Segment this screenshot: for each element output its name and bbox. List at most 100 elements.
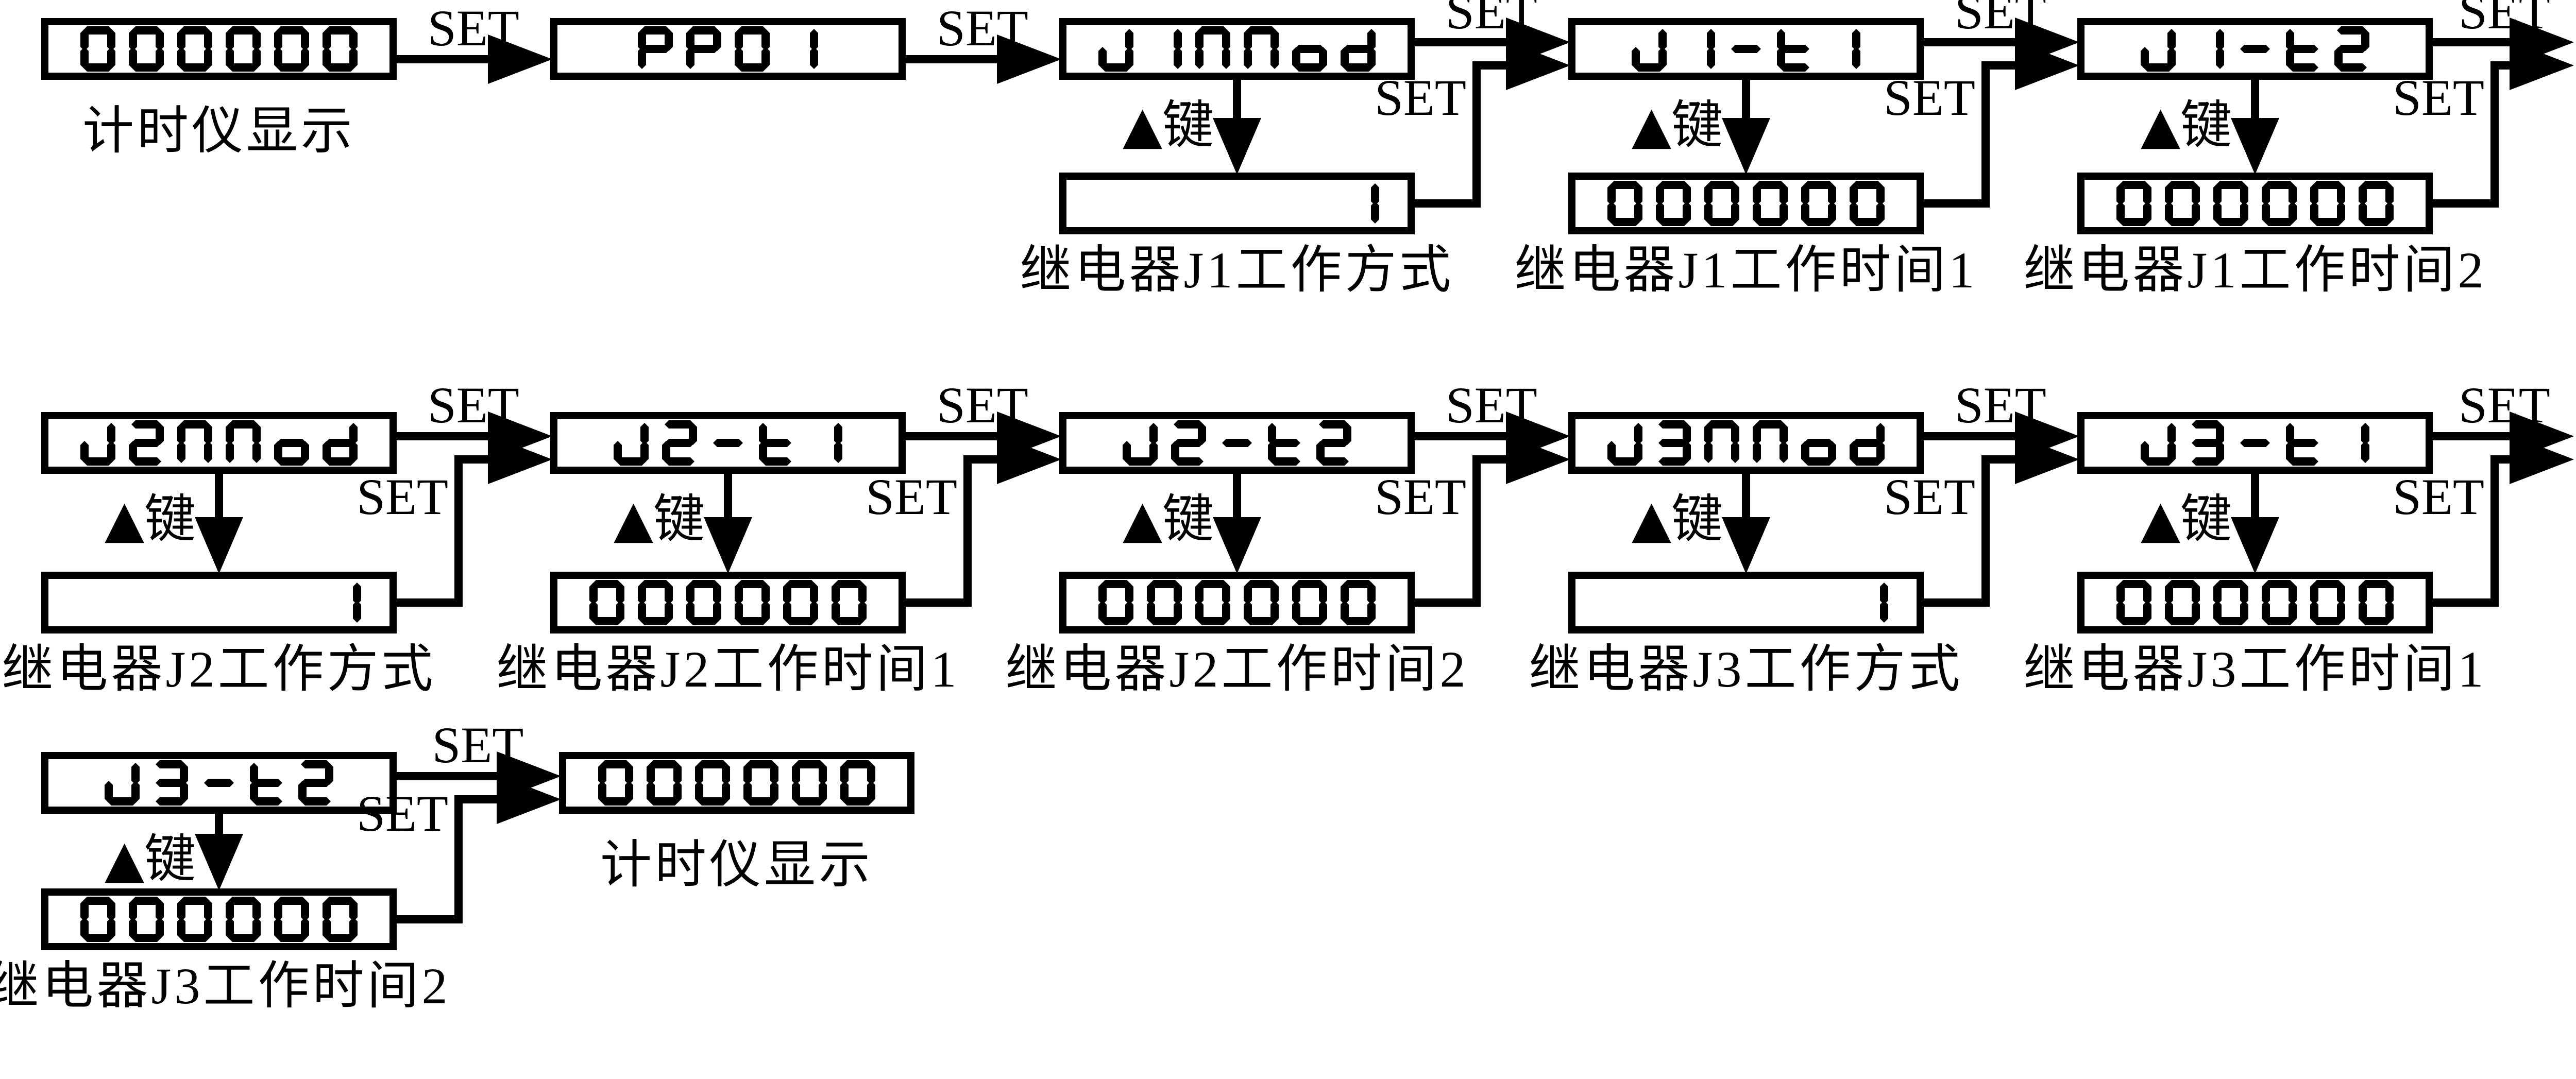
segment [325, 457, 355, 466]
segment [1658, 181, 1688, 189]
seven-segment-text [614, 420, 842, 466]
set-key-label: SET [1375, 468, 1466, 525]
segment [2165, 201, 2173, 224]
segment [1174, 29, 1182, 51]
segment [665, 457, 694, 466]
segment [673, 781, 682, 803]
segment [695, 763, 703, 785]
segment [783, 601, 791, 623]
segment [1804, 457, 1834, 466]
segment [616, 583, 624, 605]
segment [1343, 63, 1373, 72]
segment [1731, 183, 1739, 205]
segment [2143, 457, 2173, 466]
segment [1295, 45, 1325, 53]
segment [840, 781, 849, 803]
segment [1852, 47, 1860, 69]
segment [252, 47, 261, 69]
segment [2116, 583, 2125, 605]
segment [810, 47, 818, 69]
segment [783, 583, 791, 605]
display-J2Mod [41, 412, 397, 474]
down-arrowhead-icon [195, 517, 243, 574]
segment [1753, 183, 1761, 205]
segment [2119, 617, 2149, 625]
segment [810, 29, 818, 51]
segment [301, 779, 331, 787]
up-key-label: ▲键 [1632, 489, 1723, 549]
segment [107, 917, 115, 939]
segment [177, 47, 185, 69]
set-arrow-line [2490, 455, 2514, 464]
segment [2361, 580, 2391, 588]
segment [131, 934, 161, 942]
segment [252, 423, 261, 445]
segment [1707, 218, 1737, 226]
segment [2289, 457, 2318, 466]
set-key-label: SET [428, 376, 519, 434]
segment [204, 899, 212, 921]
segment [1319, 601, 1327, 623]
up-key-label: ▲键 [614, 489, 705, 549]
segment [843, 760, 873, 768]
segment [640, 423, 649, 445]
segment [83, 897, 113, 905]
segment [129, 917, 137, 939]
segment [2361, 441, 2369, 463]
segment [277, 26, 307, 35]
segment [228, 26, 258, 35]
seven-segment-text [1098, 26, 1376, 72]
segment [761, 583, 770, 605]
segment [252, 797, 282, 806]
display-J1-t1 [1568, 18, 1924, 80]
set-arrow-line [1415, 598, 1481, 607]
segment [858, 583, 867, 605]
segment [2143, 601, 2151, 623]
caption-timer-end: 计时仪显示 [600, 836, 873, 894]
segment [2289, 183, 2297, 205]
set-key-label: SET [1884, 69, 1975, 126]
set-arrow-line [2490, 455, 2499, 607]
down-arrow-line [1742, 471, 1750, 520]
segment [2141, 47, 2149, 69]
set-arrowhead-right-icon [1506, 435, 1570, 484]
segment [228, 934, 258, 942]
set-arrowhead-right-icon [488, 435, 552, 484]
segment [616, 601, 624, 623]
seven-segment-text [1098, 580, 1376, 625]
set-arrowhead-right-icon [1506, 41, 1570, 90]
segment [689, 26, 719, 35]
segment [1195, 47, 1204, 69]
segment [1101, 580, 1131, 588]
caption-J1-t2: 继电器J1工作时间2 [2023, 242, 2487, 299]
segment [2313, 617, 2343, 625]
segment [226, 441, 234, 463]
segment [1174, 583, 1182, 605]
segment [2337, 26, 2367, 35]
set-arrow-line [397, 598, 463, 607]
segment [2385, 183, 2394, 205]
segment [2216, 580, 2246, 588]
segment [770, 763, 778, 785]
segment [204, 47, 212, 69]
set-key-label: SET [2393, 468, 2484, 525]
segment [1174, 457, 1204, 466]
segment [2240, 583, 2248, 605]
set-arrow-line [454, 455, 463, 607]
segment [2213, 583, 2222, 605]
segment [277, 439, 307, 447]
segment [204, 779, 234, 787]
segment [665, 583, 673, 605]
segment [1270, 29, 1279, 51]
down-arrow-line [1233, 471, 1241, 520]
segment [325, 26, 355, 35]
segment [2116, 183, 2125, 205]
segment [2262, 601, 2270, 623]
segment [640, 580, 670, 588]
segment [156, 899, 164, 921]
segment [80, 29, 89, 51]
segment [277, 934, 307, 942]
segment [592, 580, 622, 588]
set-arrow-line [906, 598, 972, 607]
segment [131, 897, 161, 905]
